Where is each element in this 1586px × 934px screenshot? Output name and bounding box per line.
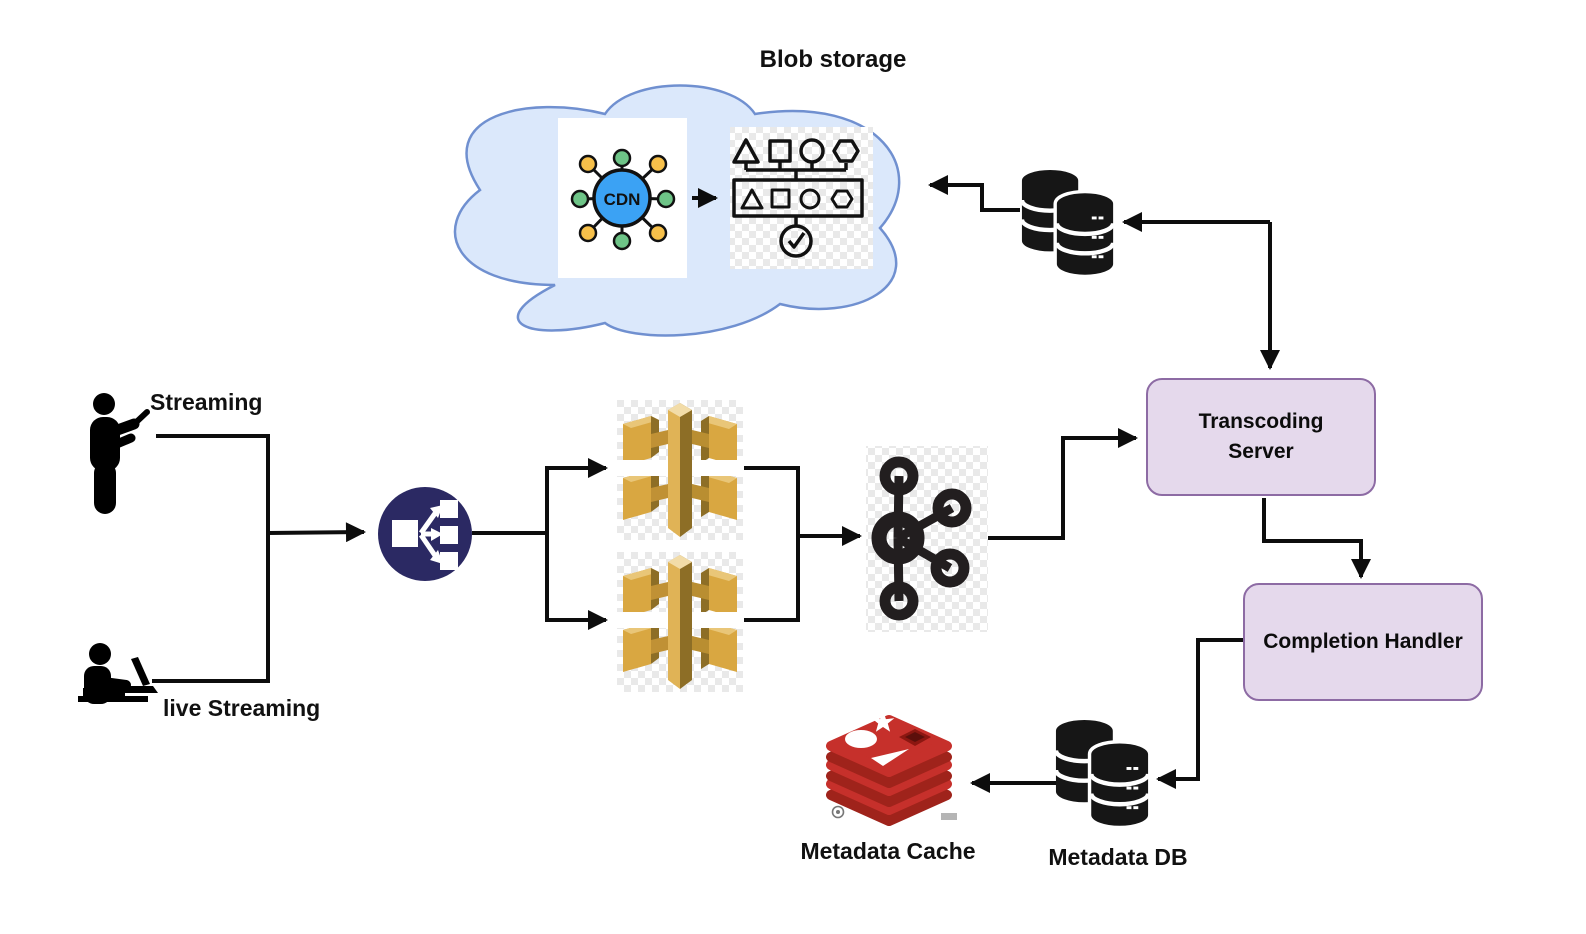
edge-users-to-load-balancer <box>267 522 366 543</box>
edge-users-join <box>152 434 270 683</box>
metadata-cache-label: Metadata Cache <box>800 838 976 864</box>
aws-gateway-icon-bottom <box>617 552 743 692</box>
metadata-database-stack-icon <box>1056 720 1148 826</box>
edge-split-to-gateway-bottom <box>545 533 608 630</box>
object-pipeline-icon <box>730 127 873 269</box>
live-streaming-label: live Streaming <box>163 695 321 721</box>
streaming-label: Streaming <box>150 389 263 415</box>
edge-split-to-gateway-top <box>545 458 608 533</box>
metadata-db-label: Metadata DB <box>1048 844 1188 870</box>
edge-completion-to-metadatadb <box>1156 638 1243 789</box>
edge-transcoding-to-completion <box>1262 498 1371 579</box>
redis-cache-icon <box>823 706 965 826</box>
cdn-network-icon: CDN <box>558 118 687 278</box>
load-balancer-icon <box>378 487 472 581</box>
cdn-label: CDN <box>604 190 641 209</box>
person-phone-icon <box>90 393 150 514</box>
transcoding-server-node: Transcoding Server <box>1146 378 1376 496</box>
edge-blobdb-to-cloud <box>928 175 1020 212</box>
blob-database-stack-icon <box>1022 170 1113 275</box>
completion-handler-node: Completion Handler <box>1243 583 1483 701</box>
blob-storage-title: Blob storage <box>759 46 907 73</box>
edge-kafka-to-transcoding <box>988 428 1138 540</box>
connector-lines <box>152 175 1371 793</box>
edge-gateway-merge <box>744 466 800 622</box>
aws-gateway-icon-top <box>617 400 743 540</box>
kafka-icon <box>866 446 988 632</box>
person-laptop-icon <box>78 643 158 704</box>
